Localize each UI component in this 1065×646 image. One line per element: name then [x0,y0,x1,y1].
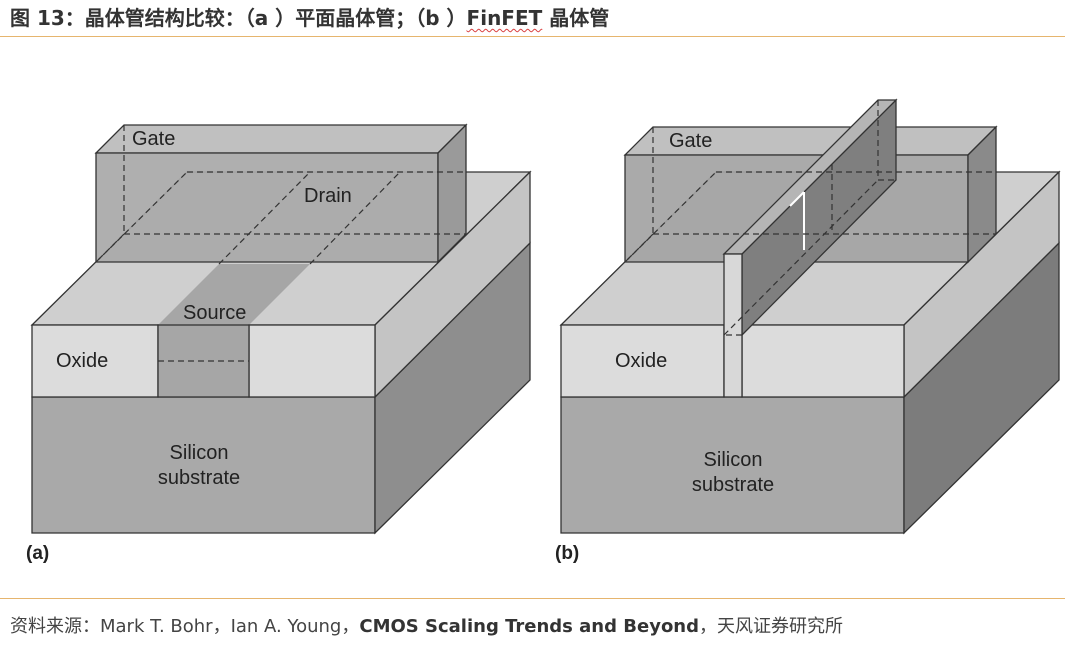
panel-a-planar: Gate Drain Source Oxide Silicon substrat… [26,123,532,564]
source-paper-title: CMOS Scaling Trends and Beyond [359,616,700,637]
a-oxide-label: Oxide [56,350,108,372]
title-prefix: 图 13：晶体管结构比较：（a ）平面晶体管；（b ） [10,6,467,30]
a-substrate-label-2: substrate [158,467,240,489]
figure-title: 图 13：晶体管结构比较：（a ）平面晶体管；（b ）FinFET 晶体管 [10,2,609,31]
a-drain-label: Drain [304,185,352,207]
b-oxide-right [741,324,905,398]
a-panel-label: (a) [26,543,49,564]
a-gate-front [95,152,439,263]
b-oxide-label: Oxide [615,350,667,372]
title-finfet: FinFET [466,6,543,30]
b-panel-label: (b) [555,543,579,564]
b-gate-label: Gate [669,130,712,152]
source-prefix: 资料来源：Mark T. Bohr，Ian A. Young， [10,616,360,637]
a-substrate-front [31,396,376,534]
a-source-label: Source [183,302,246,324]
transistor-comparison-figure: Gate Drain Source Oxide Silicon substrat… [26,98,1061,564]
b-substrate-label-2: substrate [692,474,774,496]
source-note: 资料来源：Mark T. Bohr，Ian A. Young，CMOS Scal… [10,612,843,638]
source-divider [0,598,1065,599]
a-gate-label: Gate [132,128,175,150]
b-substrate-label-1: Silicon [704,449,763,471]
a-substrate-label-1: Silicon [170,442,229,464]
source-suffix: ，天风证券研究所 [699,616,844,637]
b-oxide-left [560,324,725,398]
a-channel-floor [158,264,310,325]
title-divider [0,36,1065,37]
title-suffix: 晶体管 [542,6,610,30]
a-oxide-right [248,324,376,398]
panel-b-finfet: Gate Oxide Silicon substrate (b) [555,98,1061,564]
